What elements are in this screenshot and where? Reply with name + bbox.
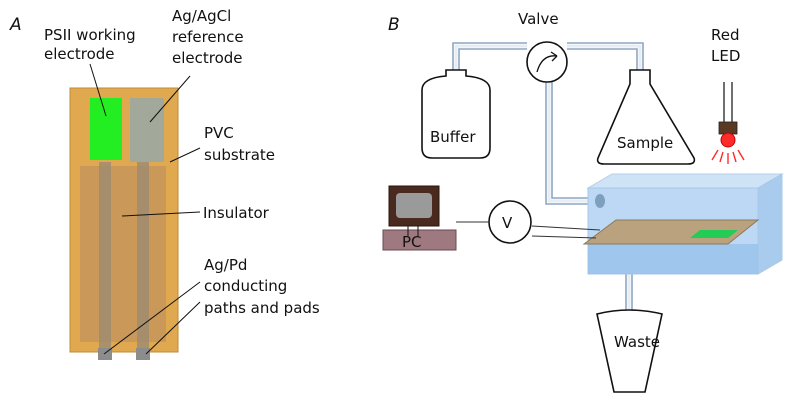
tubing (452, 42, 644, 348)
led-rays (711, 149, 745, 164)
leader-insulator (121, 211, 201, 217)
led-base (718, 121, 738, 135)
label-psii-working-electrode: PSII working electrode (44, 26, 140, 63)
leader-path-right (145, 301, 201, 355)
sample-flask-icon (596, 69, 696, 165)
label-pvc-substrate: PVC substrate (204, 124, 275, 164)
valve-icon (526, 41, 568, 83)
label-reference-electrode: Ag/AgCl reference electrode (172, 7, 248, 67)
valve-arrow-icon (536, 55, 558, 73)
red-led-icon (720, 132, 736, 148)
panel-b-letter: B (388, 15, 400, 35)
psii-working-electrode (90, 98, 122, 160)
conducting-path-left (99, 162, 111, 348)
leader-working-electrode (89, 63, 107, 117)
panel-b: B Valve Buffer (382, 10, 784, 393)
pad-right (136, 348, 150, 360)
wire-top (531, 225, 601, 231)
panel-a: A PSII working electrode Ag/AgCl referen… (9, 7, 320, 360)
wire-bottom (531, 235, 597, 239)
label-buffer: Buffer (430, 128, 476, 146)
leader-reference-electrode (149, 75, 191, 123)
chamber-inlet (595, 194, 605, 208)
label-conducting-paths: Ag/Pd conducting paths and pads (204, 256, 320, 317)
pc-icon (382, 185, 457, 251)
leader-path-left (103, 281, 201, 355)
sensor-working-electrode (690, 230, 738, 238)
insulator-layer (80, 166, 166, 342)
panel-a-letter: A (9, 15, 22, 35)
label-insulator: Insulator (203, 204, 270, 222)
label-red-led: Red LED (711, 26, 744, 65)
conducting-path-right (137, 162, 149, 348)
label-voltmeter: V (502, 214, 513, 232)
leader-substrate (169, 147, 201, 163)
label-valve: Valve (518, 10, 559, 28)
buffer-bottle-icon (421, 69, 491, 159)
label-pc: PC (402, 233, 422, 251)
label-sample: Sample (617, 134, 673, 152)
ag-agcl-reference-electrode (130, 98, 164, 162)
label-waste: Waste (614, 333, 660, 351)
waste-beaker-icon (596, 309, 663, 393)
